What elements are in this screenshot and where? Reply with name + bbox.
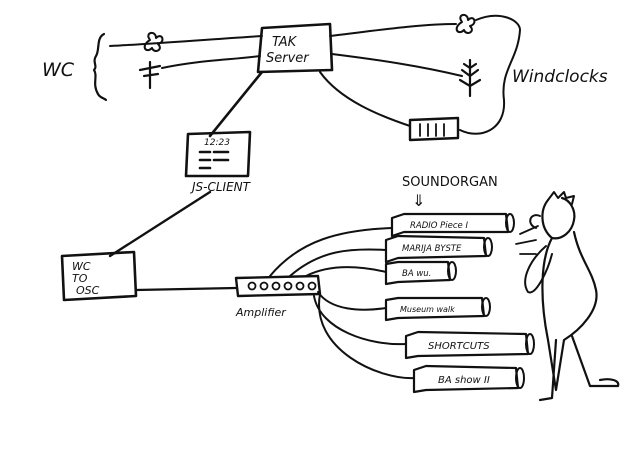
- js-time: 12:23: [204, 138, 230, 148]
- amp-to-speaker-4-wire: [317, 291, 387, 311]
- person-figure: [515, 191, 620, 402]
- server-label: Server: [266, 51, 310, 66]
- speaker-horn: BA show II: [412, 364, 525, 394]
- wc-to-tak-wire-1: [109, 35, 263, 47]
- speaker-horn: BA wu.: [384, 260, 457, 286]
- speaker-label: Museum walk: [400, 305, 455, 314]
- amplifier-label: Amplifier: [235, 306, 287, 319]
- speaker-horn: SHORTCUTS: [404, 330, 535, 360]
- osc-line3: OSC: [76, 284, 100, 297]
- amp-to-speaker-5-wire: [313, 295, 407, 346]
- fan-icon: [143, 32, 164, 52]
- speaker-label: BA wu.: [402, 269, 431, 279]
- amp-to-speaker-1-wire: [269, 227, 393, 277]
- soundorgan-label: SOUNDORGAN: [402, 175, 498, 190]
- tak-label: TAK: [272, 35, 298, 50]
- tree-icon: [458, 58, 482, 98]
- speaker-label: MARIJA BYSTE: [402, 244, 462, 254]
- js-client-node: 12:23: [184, 130, 252, 178]
- speaker-label: SHORTCUTS: [428, 341, 490, 352]
- speaker-horn: RADIO Piece I: [390, 212, 515, 238]
- windclock-loop: [459, 14, 521, 135]
- speaker-horn: MARIJA BYSTE: [384, 234, 493, 264]
- js-client-label: JS-CLIENT: [190, 180, 252, 194]
- tak-to-windclock-wire-3: [319, 71, 411, 127]
- tak-server-node: TAK Server: [256, 22, 334, 74]
- gauge-icon: [408, 116, 460, 142]
- soundorgan-arrow: ⇓: [412, 191, 425, 210]
- amplifier-node: [234, 274, 322, 298]
- wc-to-osc-node: WC TO OSC: [60, 250, 138, 302]
- speaker-horn: Museum walk: [384, 296, 491, 322]
- tak-to-windclock-wire-2: [331, 53, 463, 77]
- speaker-label: RADIO Piece I: [410, 221, 468, 231]
- osc-line2: TO: [72, 272, 88, 285]
- wc-label: WC: [42, 59, 75, 81]
- wc-to-tak-wire-2: [161, 55, 261, 69]
- amp-to-speaker-3-wire: [305, 266, 387, 277]
- amp-to-speaker-6-wire: [318, 293, 415, 380]
- speaker-label: BA show II: [438, 375, 490, 386]
- mast-icon: [138, 60, 162, 90]
- tak-to-jsclient-wire: [208, 70, 264, 138]
- windclocks-label: Windclocks: [512, 67, 608, 87]
- osc-line1: WC: [72, 260, 91, 273]
- jsclient-to-osc-wire: [108, 190, 212, 258]
- amp-to-speaker-2-wire: [289, 248, 387, 277]
- tak-to-windclock-wire-1: [329, 23, 457, 37]
- fan-icon: [455, 14, 476, 34]
- wc-bracket: [92, 32, 108, 102]
- osc-to-amp-wire: [134, 286, 238, 292]
